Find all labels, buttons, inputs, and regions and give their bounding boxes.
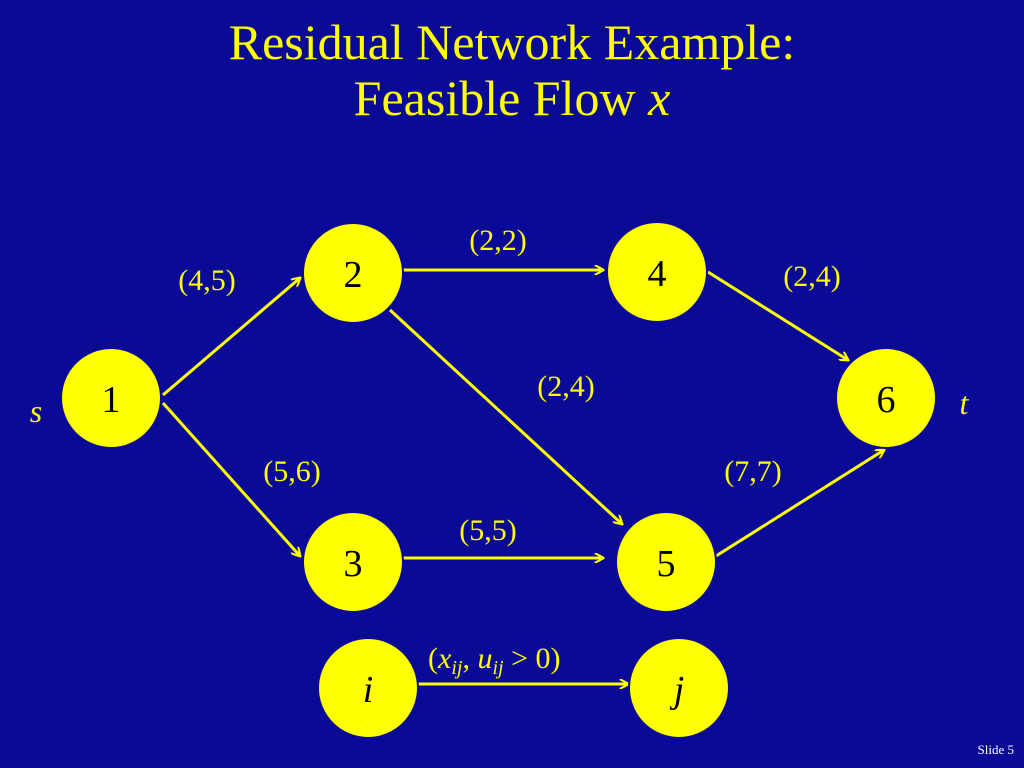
node-1: 1 [60, 347, 162, 449]
node-label-4: 4 [648, 253, 667, 295]
node-label-6: 6 [877, 379, 896, 421]
node-label-2: 2 [344, 254, 363, 296]
sink-label: t [960, 385, 970, 421]
edge-1-2 [162, 278, 300, 397]
title-line-2-variable: x [648, 70, 671, 126]
edge-label-5-6: (7,7) [724, 455, 781, 488]
node-2: 2 [302, 222, 404, 324]
edge-label-1-3: (5,6) [263, 455, 320, 488]
edge-4-6 [707, 270, 848, 360]
node-4: 4 [606, 221, 708, 323]
node-3: 3 [302, 511, 404, 613]
node-6: 6 [835, 347, 937, 449]
legend-node-i: i [317, 637, 419, 739]
edge-1-3 [161, 401, 300, 556]
edge-label-2-4: (2,2) [469, 224, 526, 257]
edge-2-5 [388, 308, 622, 524]
node-label-5: 5 [657, 543, 676, 585]
title-line-2: Feasible Flow x [0, 70, 1024, 126]
edge-label-2-5: (2,4) [537, 370, 594, 403]
slide-title: Residual Network Example: Feasible Flow … [0, 14, 1024, 126]
title-line-1: Residual Network Example: [228, 14, 796, 70]
legend-node-j: j [628, 637, 730, 739]
edge-label-4-6: (2,4) [783, 260, 840, 293]
edge-5-6 [715, 450, 884, 558]
node-label-3: 3 [344, 543, 363, 585]
edge-label-3-5: (5,5) [459, 514, 516, 547]
node-label-1: 1 [102, 379, 121, 421]
source-label: s [30, 393, 42, 429]
slide-number: Slide 5 [977, 742, 1014, 757]
legend-node-i-label: i [363, 669, 374, 711]
edge-label-1-2: (4,5) [178, 264, 235, 297]
node-5: 5 [615, 511, 717, 613]
title-line-2-text: Feasible Flow [353, 70, 649, 126]
legend-edge-label: (xij, uij > 0) [428, 642, 561, 679]
